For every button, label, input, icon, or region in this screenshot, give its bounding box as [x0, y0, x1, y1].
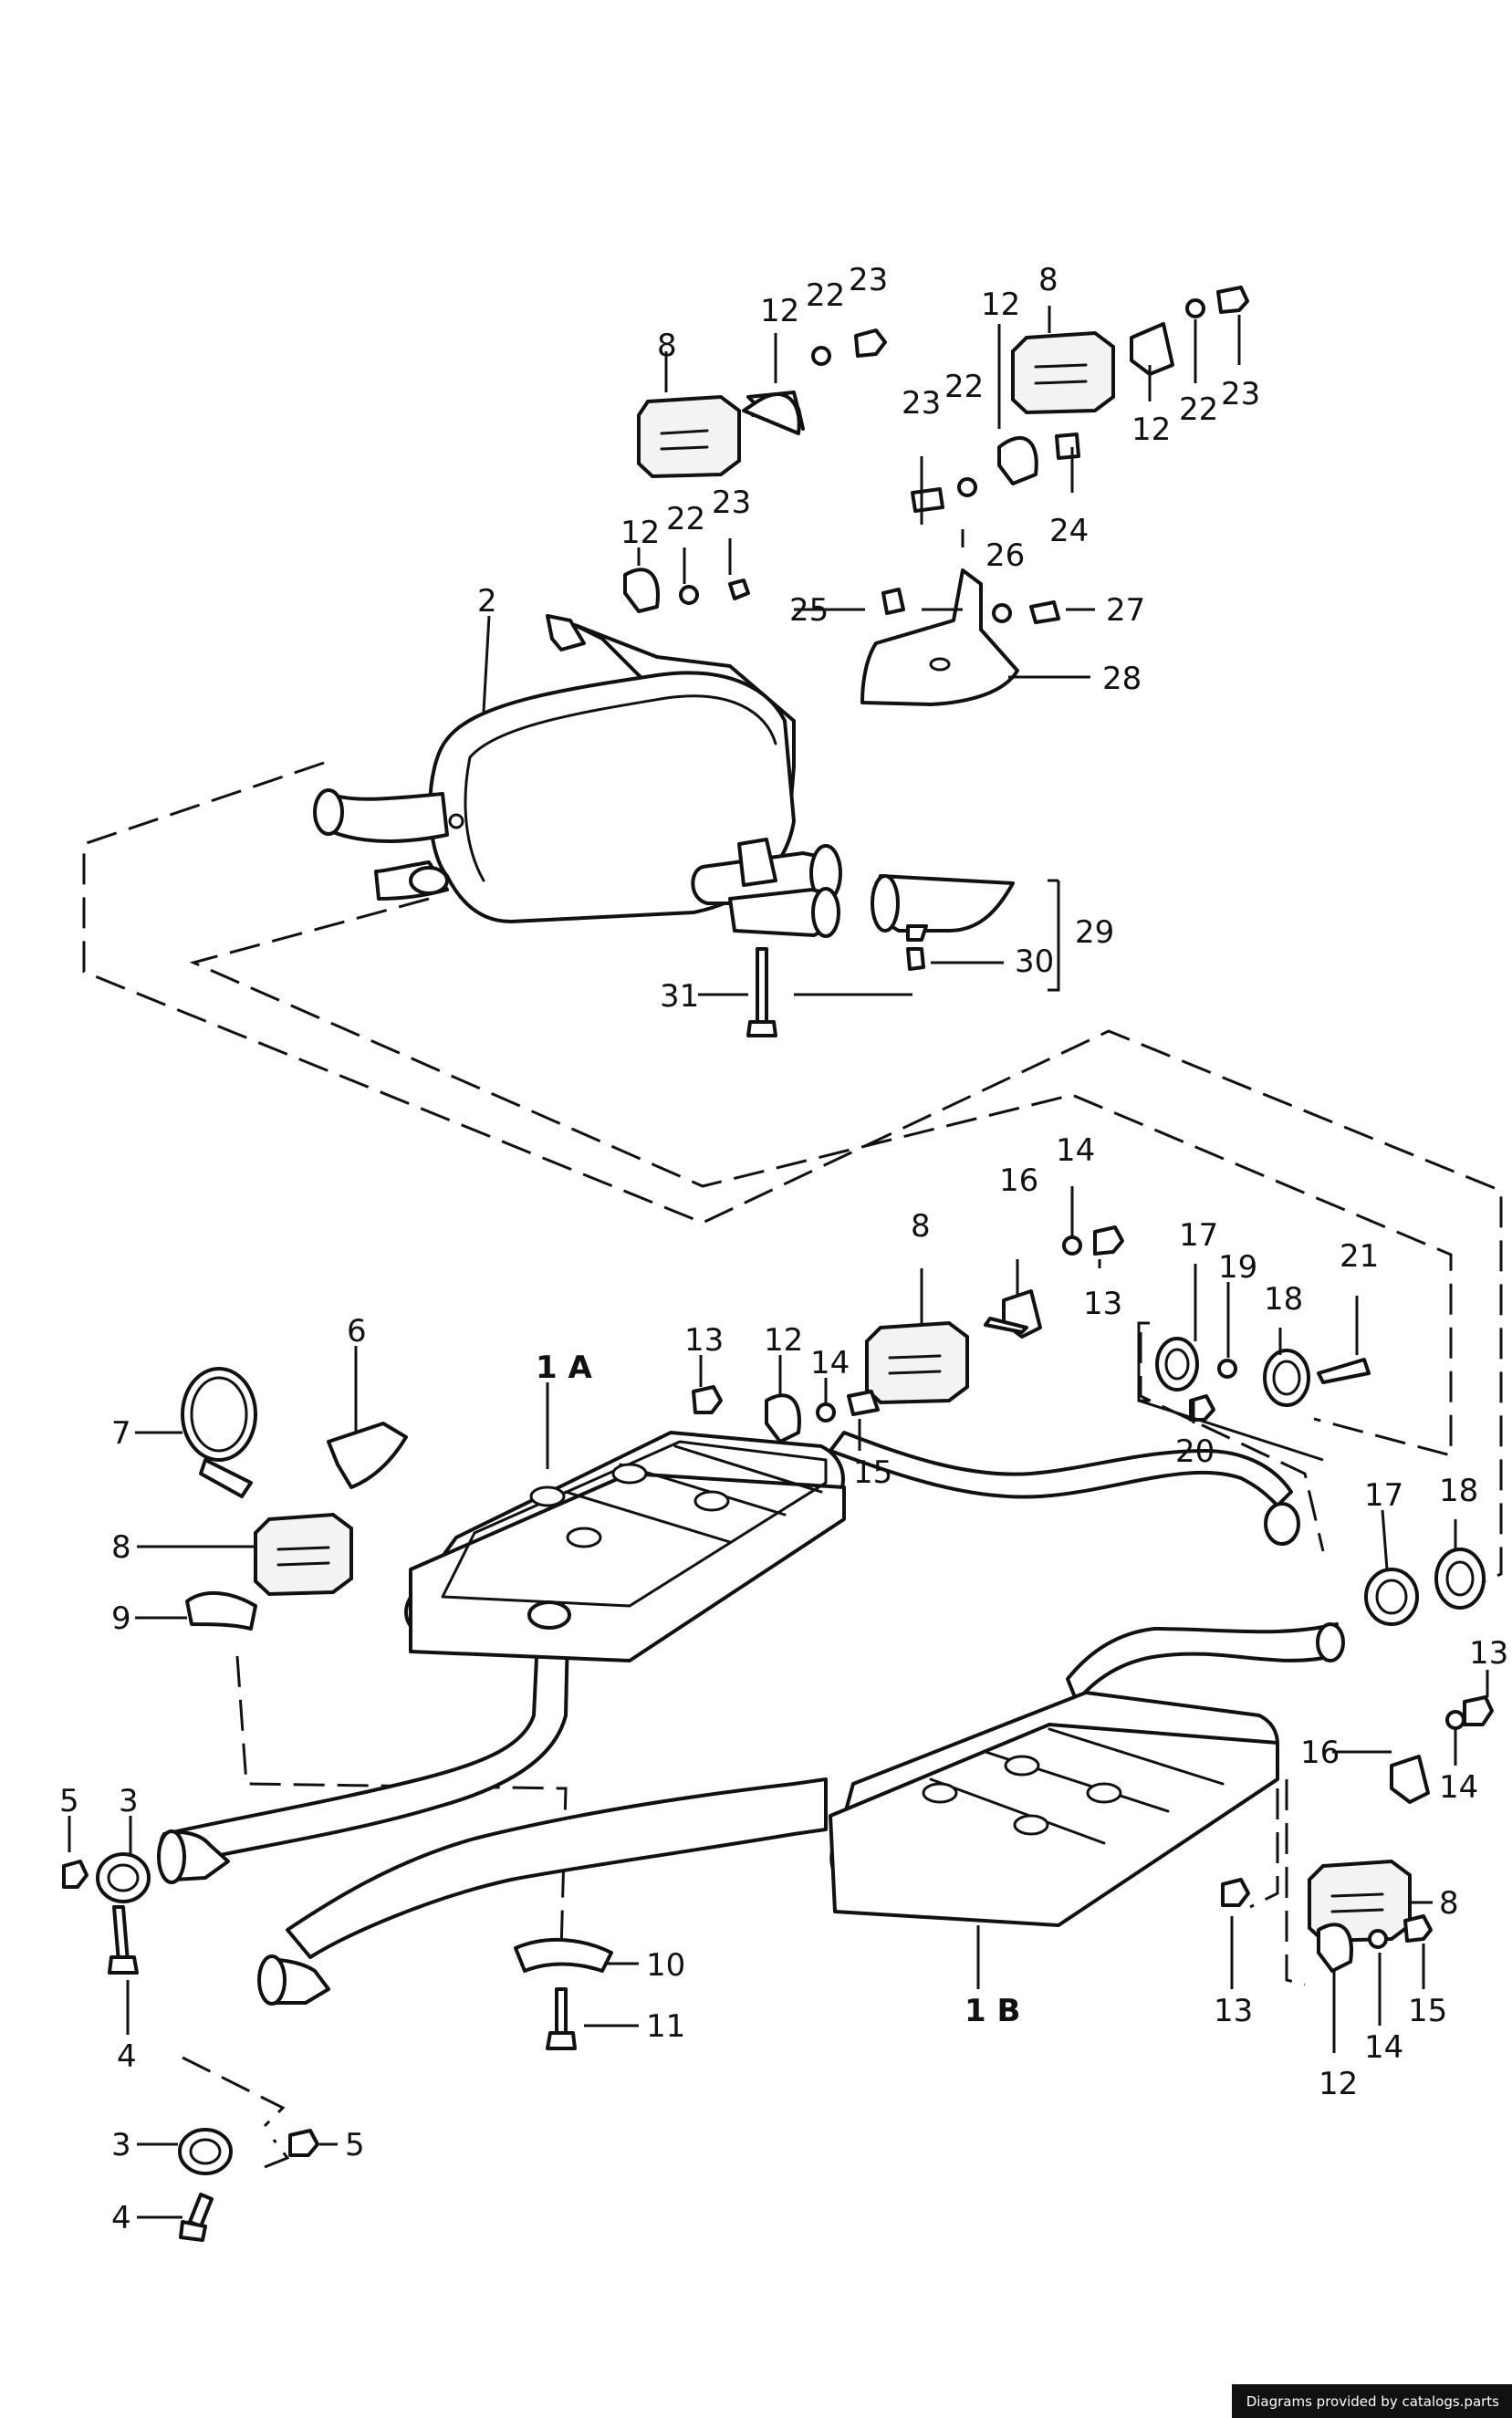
- clamps: [96, 1337, 1486, 2175]
- rear-muffler: [313, 614, 842, 938]
- callout-16: 16: [1300, 1735, 1340, 1771]
- callout-27: 27: [1106, 592, 1145, 629]
- brackets: [185, 322, 1430, 1973]
- fasteners: [62, 286, 1494, 2242]
- callout-22: 22: [944, 369, 984, 405]
- pipe-ends: [157, 1829, 330, 2006]
- callout-7: 7: [111, 1415, 131, 1452]
- callout-13: 13: [1083, 1286, 1122, 1322]
- callout-9: 9: [111, 1600, 131, 1637]
- callout-28: 28: [1102, 661, 1142, 697]
- callout-labels: 2 8 12 22 23 12 22 23 12 8 23 22 24 12 2…: [59, 262, 1508, 2236]
- callout-18: 18: [1439, 1473, 1478, 1509]
- callout-15: 15: [853, 1454, 892, 1491]
- callout-23: 23: [849, 262, 888, 298]
- callout-23: 23: [1221, 376, 1260, 412]
- callout-12: 12: [760, 293, 799, 329]
- callout-8: 8: [1038, 262, 1058, 298]
- callout-15: 15: [1408, 1993, 1447, 2029]
- callout-1b: 1 B: [965, 1993, 1020, 2029]
- callout-13: 13: [1214, 1993, 1253, 2029]
- callout-20: 20: [1175, 1433, 1215, 1470]
- callout-31: 31: [660, 978, 699, 1015]
- callout-14: 14: [1056, 1132, 1095, 1169]
- callout-8: 8: [911, 1208, 931, 1245]
- rubber-hangers: [254, 330, 1412, 1944]
- callout-12: 12: [981, 287, 1020, 323]
- credit-badge: Diagrams provided by catalogs.parts: [1231, 2384, 1512, 2418]
- callout-3: 3: [119, 1783, 139, 1819]
- callout-24: 24: [1049, 513, 1089, 549]
- callout-12: 12: [620, 515, 660, 551]
- callout-22: 22: [806, 277, 845, 314]
- callout-19: 19: [1218, 1249, 1257, 1286]
- callout-12: 12: [1131, 412, 1171, 448]
- callout-18: 18: [1264, 1281, 1303, 1318]
- leader-lines: [68, 306, 1489, 2219]
- callout-26: 26: [985, 537, 1025, 574]
- callout-14: 14: [1439, 1769, 1478, 1806]
- callout-3: 3: [111, 2127, 131, 2163]
- callout-6: 6: [347, 1313, 367, 1350]
- callout-21: 21: [1340, 1238, 1379, 1275]
- front-muffler-1a: [404, 1431, 1300, 1662]
- tailpipe-tip: [871, 874, 1015, 942]
- front-muffler-1b: [829, 1622, 1345, 1927]
- callout-8: 8: [111, 1529, 131, 1566]
- callout-17: 17: [1179, 1217, 1218, 1254]
- callout-5: 5: [59, 1783, 79, 1819]
- callout-2: 2: [477, 583, 497, 620]
- heat-shield: [860, 568, 1019, 706]
- callout-29: 29: [1075, 914, 1114, 951]
- callout-11: 11: [646, 2008, 685, 2045]
- callout-14: 14: [810, 1345, 850, 1381]
- callout-23: 23: [902, 385, 941, 422]
- callout-5: 5: [345, 2127, 365, 2163]
- callout-12: 12: [1319, 2066, 1358, 2102]
- callout-17: 17: [1364, 1477, 1403, 1514]
- callout-14: 14: [1364, 2029, 1403, 2066]
- callout-4: 4: [117, 2038, 137, 2075]
- callout-13: 13: [1469, 1635, 1508, 1672]
- callout-13: 13: [684, 1322, 724, 1359]
- callout-12: 12: [764, 1322, 803, 1359]
- callout-10: 10: [646, 1947, 685, 1984]
- callout-25: 25: [789, 592, 829, 629]
- callout-22: 22: [1179, 391, 1218, 428]
- callout-8: 8: [1439, 1885, 1459, 1922]
- callout-4: 4: [111, 2200, 131, 2236]
- callout-30: 30: [1015, 943, 1054, 980]
- callout-8: 8: [657, 328, 677, 364]
- callout-23: 23: [712, 485, 751, 521]
- callout-22: 22: [666, 501, 705, 537]
- callout-16: 16: [999, 1162, 1038, 1199]
- callout-1a: 1 A: [536, 1350, 592, 1386]
